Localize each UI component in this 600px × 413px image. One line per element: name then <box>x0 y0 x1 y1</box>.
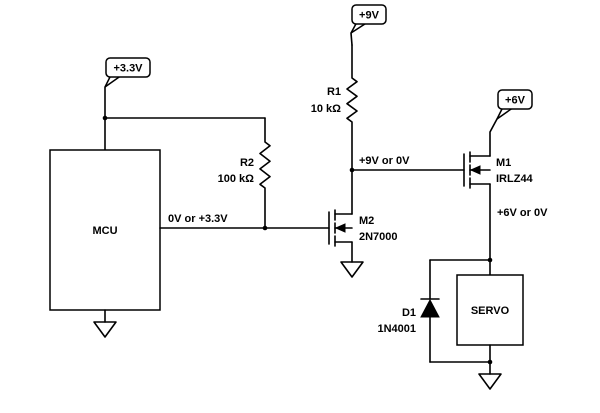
mosfet-arrow <box>469 165 481 175</box>
resistor-zigzag <box>346 44 358 215</box>
wire <box>350 32 353 46</box>
power-flag-6v: +6V <box>496 89 533 120</box>
resistor-zigzag <box>259 117 271 229</box>
d1-value: 1N4001 <box>377 323 416 335</box>
ground-symbol-servo <box>478 373 502 390</box>
junction-dot <box>262 225 268 231</box>
power-label-6v: +6V <box>505 95 526 107</box>
m1-ref: M1 <box>496 157 511 169</box>
r1-value: 10 kΩ <box>311 103 341 115</box>
wire <box>489 118 498 157</box>
m1-value: IRLZ44 <box>496 173 534 185</box>
power-flag-3v3: +3.3V <box>104 57 151 88</box>
net-label-m2-drain: +9V or 0V <box>359 155 410 167</box>
mcu-label: MCU <box>92 225 117 237</box>
mcu-block: MCU <box>49 149 161 311</box>
power-flag-box <box>351 4 387 25</box>
power-flag-box <box>497 89 533 110</box>
diode-d1: D1 1N4001 <box>377 259 491 363</box>
m2-ref: M2 <box>359 215 374 227</box>
ground-triangle <box>93 321 117 338</box>
ground-triangle <box>478 373 502 390</box>
junction-dot <box>487 359 493 365</box>
d1-ref: D1 <box>402 307 416 319</box>
m2-value: 2N7000 <box>359 231 398 243</box>
net-label-mcu-output: 0V or +3.3V <box>168 213 228 225</box>
servo-block: SERVO <box>456 274 524 346</box>
r2-ref: R2 <box>240 157 254 169</box>
ground-symbol-m2 <box>340 241 364 278</box>
r1-ref: R1 <box>327 86 341 98</box>
net-label-servo-supply: +6V or 0V <box>497 207 548 219</box>
ground-triangle <box>340 261 364 278</box>
servo-outline <box>456 274 524 346</box>
mosfet-m1: M1 IRLZ44 <box>463 151 534 189</box>
power-flag-box <box>105 57 151 78</box>
power-label-3v3: +3.3V <box>113 63 143 75</box>
power-flag-9v: +9V <box>350 4 387 34</box>
resistor-r1: R1 10 kΩ <box>311 44 358 215</box>
power-label-9v: +9V <box>359 10 380 22</box>
diode-triangle <box>420 298 440 318</box>
ground-symbol-mcu <box>93 309 117 338</box>
mosfet-m2: M2 2N7000 <box>328 209 398 247</box>
servo-label: SERVO <box>471 305 510 317</box>
mosfet-arrow <box>334 223 346 233</box>
resistor-r2: R2 100 kΩ <box>218 117 271 229</box>
r2-value: 100 kΩ <box>218 173 255 185</box>
